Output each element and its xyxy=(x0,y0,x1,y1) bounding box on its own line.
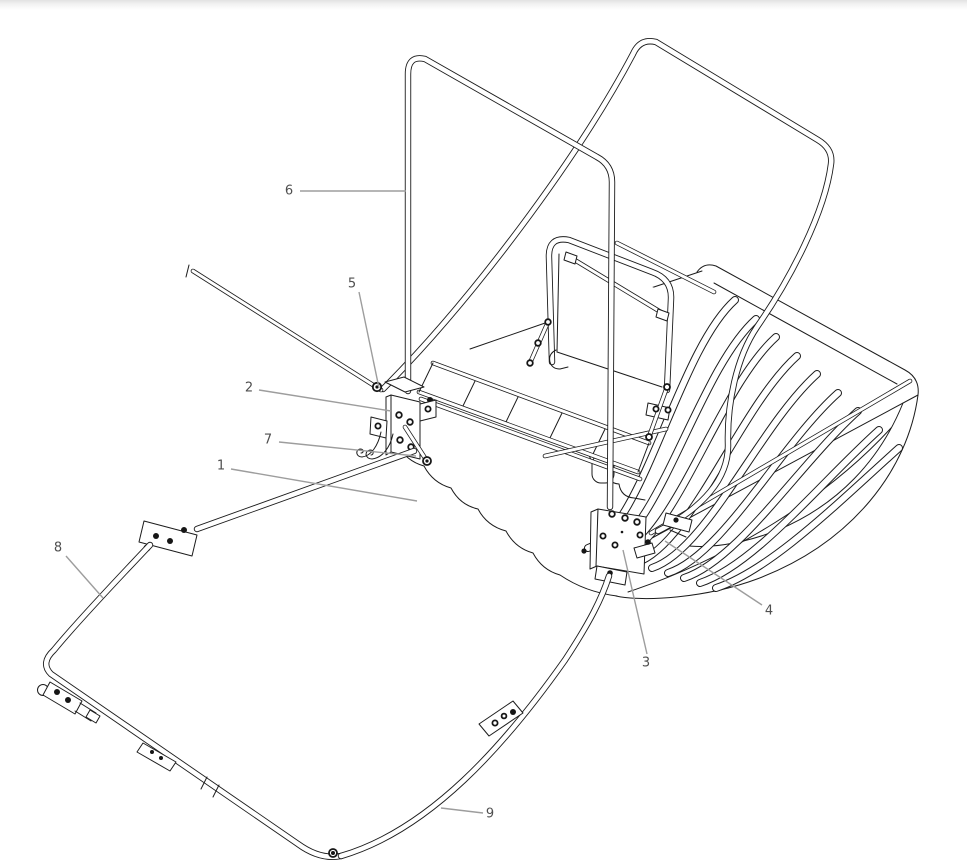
hitch-coupler xyxy=(42,681,83,715)
leader-line-1 xyxy=(230,468,418,502)
tow-frame xyxy=(37,447,613,860)
part-number-label: 3 xyxy=(641,655,651,671)
hinge-left xyxy=(138,520,198,557)
tube-sleeve xyxy=(136,742,177,772)
strap-clip xyxy=(655,308,670,322)
part-number-label: 1 xyxy=(216,458,226,474)
part-number-label: 8 xyxy=(53,540,63,556)
leader-line-9 xyxy=(440,807,484,814)
part-number-label: 7 xyxy=(263,432,273,448)
part-number-label: 9 xyxy=(485,806,495,822)
latch-hook xyxy=(365,433,394,460)
leader-line-8 xyxy=(65,555,104,599)
part-number-label: 6 xyxy=(284,183,294,199)
part-number-label: 2 xyxy=(244,380,254,396)
leader-line-7 xyxy=(278,441,417,457)
strap-clip xyxy=(563,251,578,265)
top-edge-gradient xyxy=(0,0,967,10)
leader-line-3 xyxy=(622,549,648,655)
part-number-label: 4 xyxy=(764,603,774,619)
leader-line-5 xyxy=(358,291,380,389)
tow-pole xyxy=(185,264,384,393)
right-mount-bracket xyxy=(581,508,656,586)
leader-line-2 xyxy=(258,389,392,412)
part-number-label: 5 xyxy=(347,276,357,292)
front-handle-hoop xyxy=(404,55,616,511)
leader-line-4 xyxy=(664,540,763,606)
rim-rail-clamp xyxy=(662,512,693,538)
rear-handle-hoop xyxy=(379,38,835,535)
left-mount-bracket xyxy=(356,376,437,466)
